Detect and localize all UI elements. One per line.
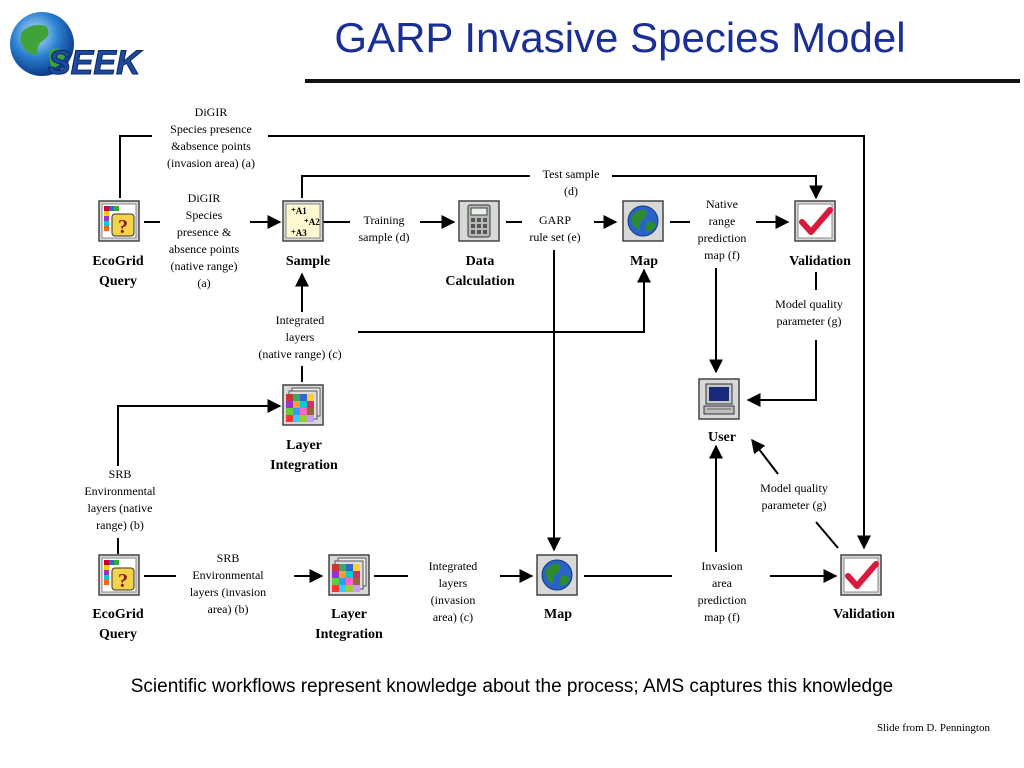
model-quality-bottom-label: Model quality parameter (g) — [760, 481, 828, 512]
validation-bottom-label: Validation — [833, 607, 895, 622]
slide-caption: Scientific workflows represent knowledge… — [130, 676, 894, 697]
layer-integration-bottom-label: Layer Integration — [315, 607, 383, 642]
layers-icon[interactable] — [282, 384, 324, 426]
map-bottom-label: Map — [544, 607, 572, 622]
layer-integration-mid-label: Layer Integration — [270, 438, 338, 473]
query-icon[interactable]: ? — [98, 200, 140, 242]
invasion-prediction-label: Invasion area prediction map (f) — [697, 559, 747, 624]
sample-label: Sample — [285, 254, 331, 269]
ecogrid-query-bottom-label: EcoGrid Query — [92, 607, 144, 642]
sample-icon-a2: ⁺A2 — [304, 217, 320, 227]
computer-icon[interactable] — [698, 378, 740, 420]
sample-icon-a1: ⁺A1 — [291, 206, 307, 216]
garp-ruleset-label: GARP rule set (e) — [529, 213, 581, 244]
integrated-invasion-label: Integrated layers (invasion area) (c) — [428, 559, 478, 624]
integrated-native-label: Integrated layers (native range) (c) — [258, 313, 342, 361]
query-icon[interactable]: ? — [98, 554, 140, 596]
slide-credit: Slide from D. Pennington — [876, 722, 990, 734]
seek-logo: SEEK — [10, 12, 144, 82]
globe-icon[interactable] — [622, 200, 664, 242]
digir-invasion-label: DiGIR Species presence &absence points (… — [167, 105, 255, 170]
checkmark-icon[interactable] — [840, 554, 882, 596]
calculator-icon[interactable] — [458, 200, 500, 242]
svg-text:?: ? — [118, 570, 128, 592]
digir-native-label: DiGIR Species presence & absence points … — [168, 191, 240, 290]
sample-icon-a3: ⁺A3 — [291, 228, 307, 238]
test-sample-label: Test sample (d) — [542, 167, 600, 198]
data-calculation-label: Data Calculation — [445, 254, 515, 289]
title-rule — [305, 79, 1020, 83]
slide-title: GARP Invasive Species Model — [334, 14, 906, 61]
native-prediction-label: Native range prediction map (f) — [697, 197, 747, 262]
srb-native-label: SRB Environmental layers (native range) … — [84, 467, 156, 532]
globe-icon[interactable] — [536, 554, 578, 596]
training-sample-label: Training sample (d) — [358, 213, 410, 244]
checkmark-icon[interactable] — [794, 200, 836, 242]
validation-top-label: Validation — [789, 254, 851, 269]
ecogrid-query-top-label: EcoGrid Query — [92, 254, 144, 289]
user-label: User — [708, 430, 736, 445]
layers-icon[interactable] — [328, 554, 370, 596]
model-quality-top-label: Model quality parameter (g) — [775, 297, 843, 328]
map-top-label: Map — [630, 254, 658, 269]
svg-text:?: ? — [118, 216, 128, 238]
svg-text:SEEK: SEEK — [48, 44, 143, 82]
srb-invasion-label: SRB Environmental layers (invasion area)… — [189, 551, 267, 616]
sample-icon[interactable]: ⁺A1 ⁺A2 ⁺A3 — [282, 200, 324, 242]
